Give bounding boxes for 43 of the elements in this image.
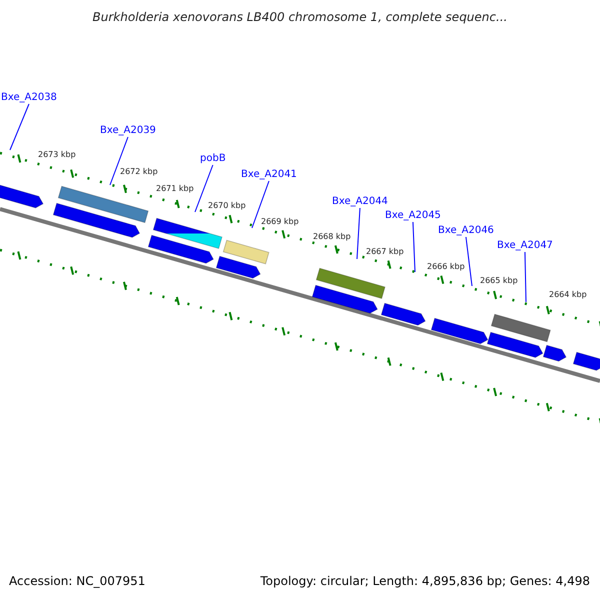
gene-feature: [430, 318, 488, 344]
gene-label: Bxe_A2041: [241, 169, 297, 180]
scale-label: 2671 kbp: [156, 184, 194, 193]
scale-label: 2670 kbp: [208, 201, 246, 210]
gene-bar: [490, 314, 551, 342]
gene-feature: [380, 302, 426, 326]
gene-label: Bxe_A2045: [385, 210, 441, 221]
scale-label: 2666 kbp: [427, 262, 465, 271]
leader-line: [465, 236, 472, 286]
gene-feature: [312, 284, 378, 314]
gene-bar: [222, 240, 270, 264]
gene-label: Bxe_A2047: [497, 240, 553, 251]
gene-label: Bxe_A2039: [100, 125, 156, 136]
gene-feature: [148, 234, 214, 264]
leader-line: [252, 180, 270, 228]
gene-feature: [216, 256, 261, 279]
gene-bar: [152, 218, 222, 249]
gene-feature: [572, 352, 600, 371]
leader-line: [10, 104, 30, 150]
leader-line: [194, 164, 214, 212]
scale-label: 2672 kbp: [120, 167, 158, 176]
gene-label: Bxe_A2046: [438, 225, 494, 236]
leader-line: [412, 222, 416, 272]
map-title: Burkholderia xenovorans LB400 chromosome 1, complete sequenc...: [92, 10, 508, 24]
gene-label: Bxe_A2044: [332, 196, 388, 207]
gene-feature: [0, 184, 44, 208]
gene-bar: [316, 268, 386, 299]
gene-label: pobB: [200, 153, 226, 164]
scale-label: 2669 kbp: [261, 217, 299, 226]
gene-bar: [58, 186, 149, 224]
leader-line: [110, 136, 128, 186]
scale-label: 2673 kbp: [38, 150, 76, 159]
scale-label: 2665 kbp: [480, 276, 518, 285]
leader-line: [356, 208, 360, 260]
footer-text: Accession: NC_007951: [9, 574, 146, 588]
gene-feature: [542, 344, 567, 362]
gene-feature: [52, 202, 140, 238]
footer-text: Topology: circular; Length: 4,895,836 bp; Genes: 4,498: [260, 574, 590, 588]
scale-label: 2668 kbp: [313, 232, 351, 241]
scale-label: 2664 kbp: [549, 290, 587, 299]
leader-line: [524, 252, 526, 302]
scale-label: 2667 kbp: [366, 247, 404, 256]
gene-label: Bxe_A2038: [1, 92, 57, 103]
